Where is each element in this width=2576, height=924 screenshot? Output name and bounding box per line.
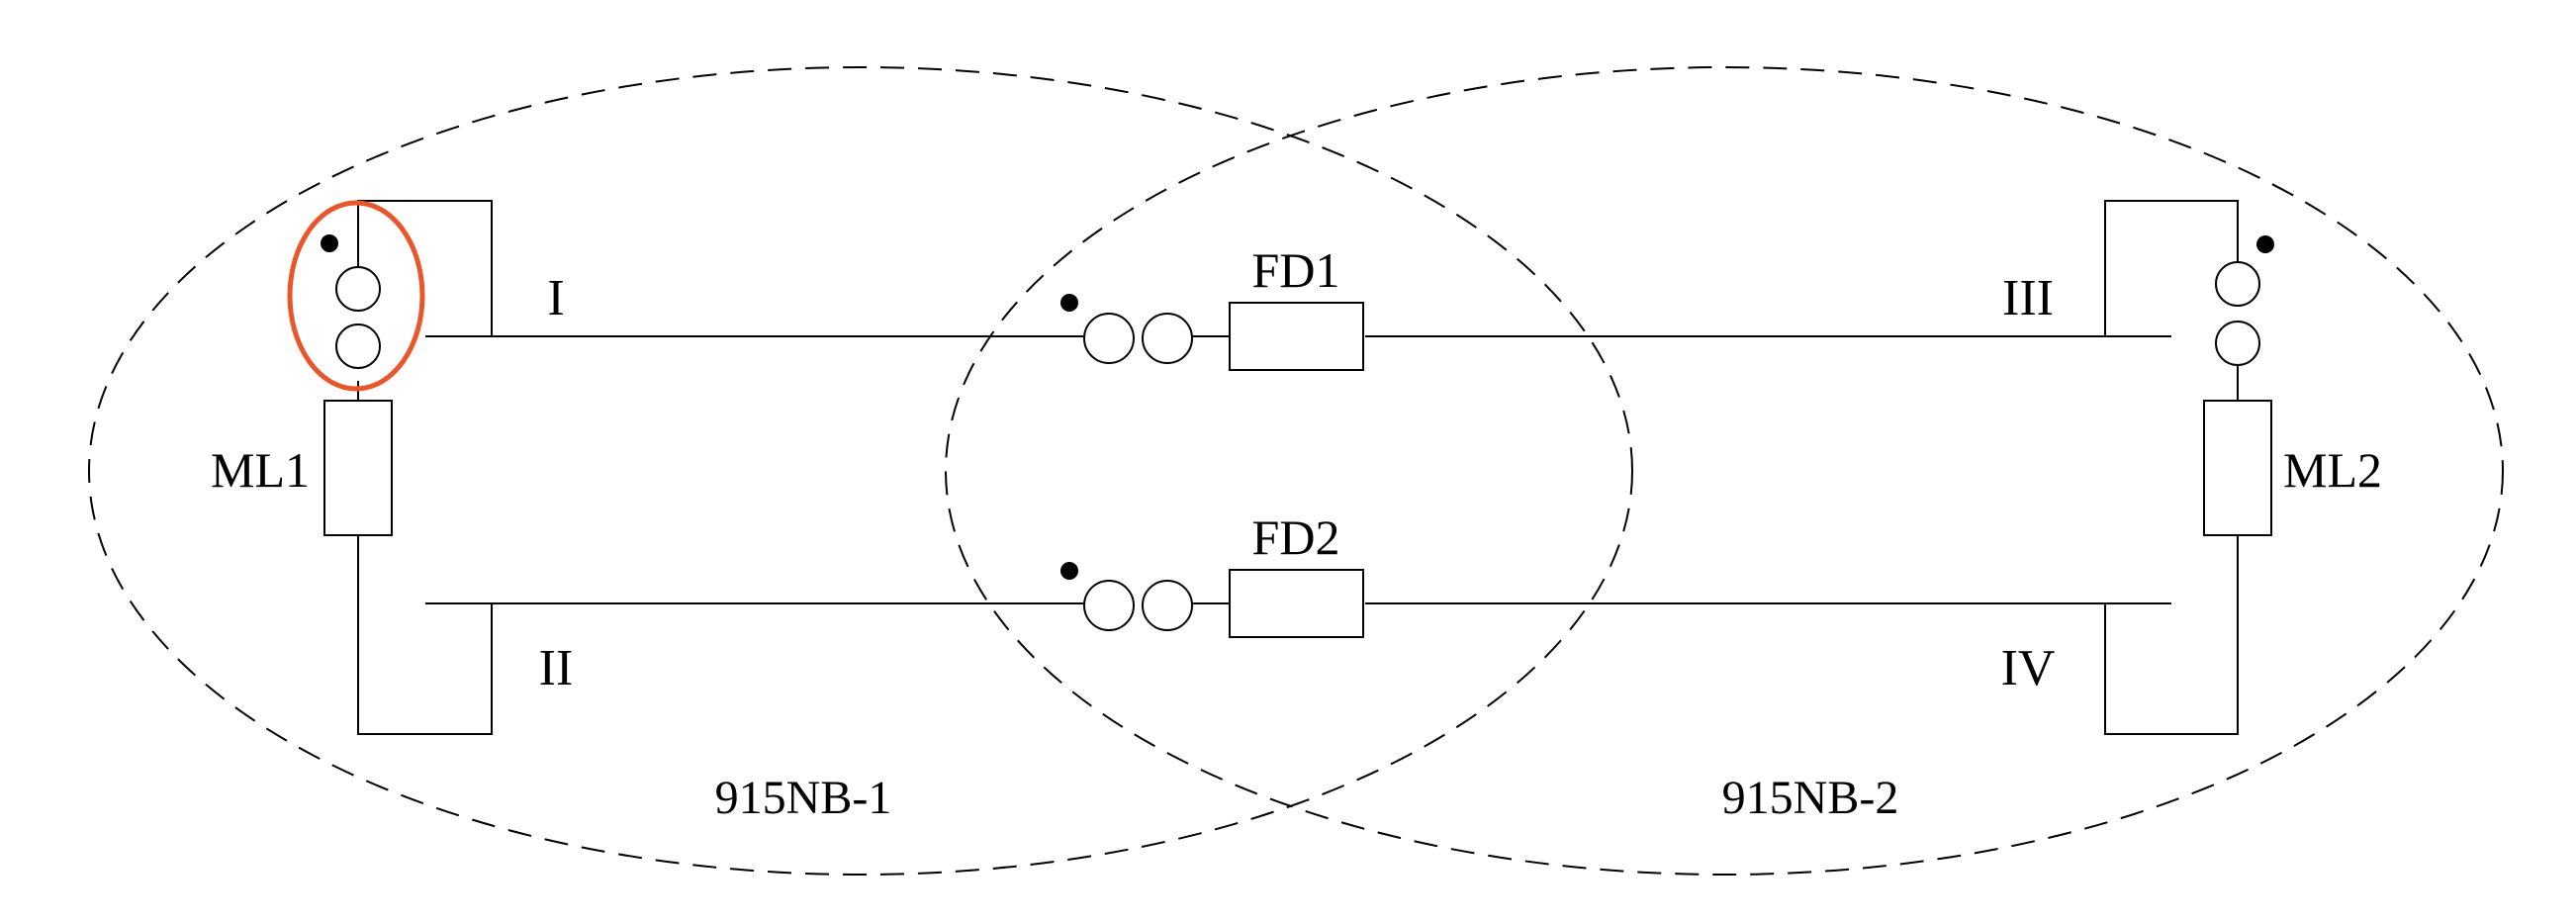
fd2-label: FD2 — [1252, 509, 1340, 565]
fd2-polarity-dot — [1060, 562, 1078, 580]
zone-ellipse-915nb-1 — [88, 66, 1633, 876]
ml1-label: ML1 — [211, 442, 310, 498]
zone-915nb-2-label: 915NB-2 — [1722, 772, 1899, 824]
ml1-element — [323, 400, 393, 536]
fd1-element — [1229, 302, 1364, 371]
bus-1-label: I — [547, 270, 564, 326]
zone-ellipse-915nb-2 — [945, 66, 2504, 876]
ml1-ct-highlight — [287, 200, 425, 392]
ml2-ct-top — [2215, 261, 2260, 307]
fd1-polarity-dot — [1060, 294, 1078, 312]
fd1-ct-left — [1083, 313, 1135, 364]
bus-3-label: III — [2002, 270, 2054, 326]
bus-2-left-connector — [357, 535, 493, 735]
bus-4-right-connector — [2104, 535, 2239, 735]
bus-4-label: IV — [2001, 640, 2056, 696]
zone-915nb-1-label: 915NB-1 — [715, 772, 892, 824]
ml2-polarity-dot — [2256, 235, 2274, 253]
ml2-element — [2203, 400, 2272, 536]
bus-1-left-connector — [357, 200, 493, 336]
ml2-ct-bottom — [2215, 321, 2260, 366]
fd2-element — [1229, 569, 1364, 638]
ml1-ct-top — [335, 266, 381, 312]
ml1-polarity-dot — [321, 234, 338, 252]
ml1-ct-bottom — [335, 323, 381, 369]
bus-3-right-connector — [2104, 200, 2239, 336]
fd1-label: FD1 — [1252, 242, 1340, 298]
fd1-ct-right — [1142, 313, 1193, 364]
fd2-ct-left — [1083, 580, 1135, 631]
fd2-ct-right — [1142, 580, 1193, 631]
ml2-label: ML2 — [2283, 442, 2382, 498]
bus-2-label: II — [539, 640, 574, 696]
